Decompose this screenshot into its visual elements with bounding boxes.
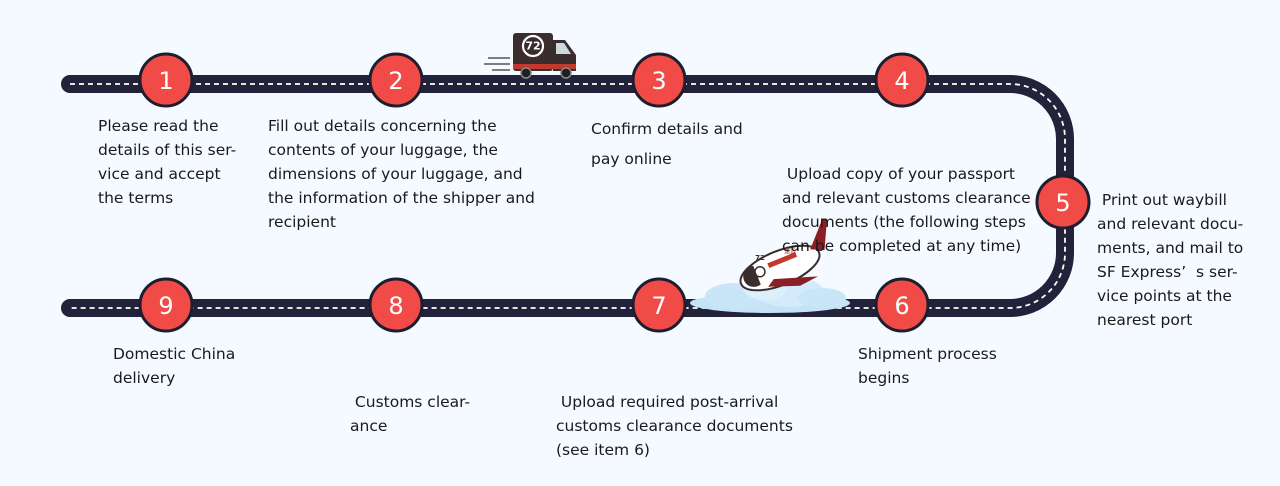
- step-number: 3: [651, 67, 666, 95]
- plane-badge: 72: [755, 254, 765, 262]
- delivery-truck-icon: [484, 33, 576, 79]
- plane-livery-label: 速运: [784, 248, 796, 256]
- step-8-description: Customs clear-ance: [350, 393, 471, 435]
- step-number: 6: [894, 292, 909, 320]
- step-number: 5: [1055, 189, 1070, 217]
- truck-badge: 72: [525, 40, 540, 53]
- step-marker-4: 4: [874, 52, 930, 108]
- step-marker-9: 9: [138, 277, 194, 333]
- step-marker-5: 5: [1035, 174, 1091, 230]
- step-marker-6: 6: [874, 277, 930, 333]
- cargo-plane-icon: [739, 218, 827, 292]
- step-number: 9: [158, 292, 173, 320]
- step-number: 8: [388, 292, 403, 320]
- step-marker-3: 3: [631, 52, 687, 108]
- step-number: 7: [651, 292, 666, 320]
- step-number: 1: [158, 67, 173, 95]
- step-number: 2: [388, 67, 403, 95]
- step-marker-2: 2: [368, 52, 424, 108]
- step-marker-8: 8: [368, 277, 424, 333]
- step-number: 4: [894, 67, 909, 95]
- step-marker-1: 1: [138, 52, 194, 108]
- step-marker-7: 7: [631, 277, 687, 333]
